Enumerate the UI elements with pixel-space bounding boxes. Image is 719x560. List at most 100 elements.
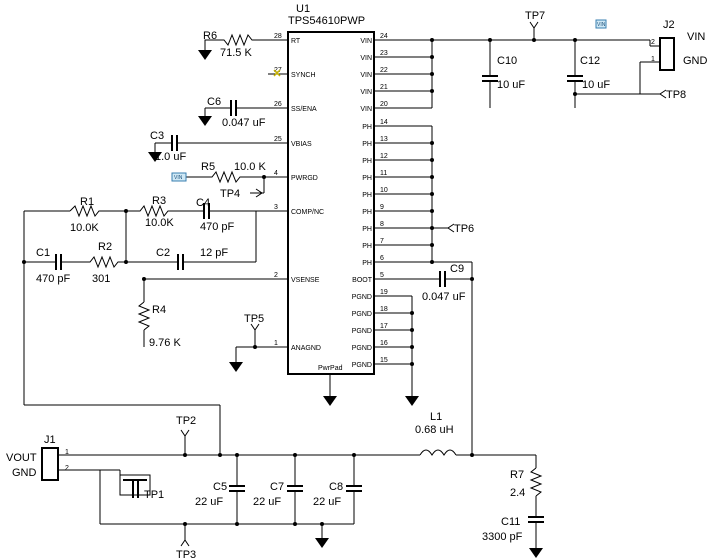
j2-net-vin: VIN: [687, 31, 705, 43]
comp-net: [22, 203, 288, 405]
ic-pin-name: PGND: [352, 328, 372, 335]
ic-pin-name: VIN: [360, 106, 372, 113]
ic-pin-name: PH: [362, 175, 372, 182]
tp2-label: TP2: [176, 415, 196, 427]
r6-value: 71.5 K: [220, 47, 252, 59]
ic-pin-name: PH: [362, 141, 372, 148]
ic-pin-number: 9: [380, 204, 384, 211]
r7-value: 2.4: [510, 487, 525, 499]
tp5-label: TP5: [244, 313, 264, 325]
c4-ref: C4: [196, 197, 210, 209]
ic-pin-number: 10: [380, 187, 388, 194]
j1-ref: J1: [44, 434, 56, 446]
ic-pin-number: 4: [274, 170, 278, 177]
ic-pin-number: 21: [380, 84, 388, 91]
ic-pin-number: 27: [274, 67, 282, 74]
j1-pin2: 2: [65, 465, 69, 472]
ic-pin-number: 12: [380, 153, 388, 160]
pgnd-net: [323, 295, 419, 406]
ic-pin-name: PH: [362, 226, 372, 233]
c11-ref: C11: [501, 516, 520, 528]
ic-pin-number: 25: [274, 136, 282, 143]
c5-ref: C5: [213, 481, 227, 493]
r4-value: 9.76 K: [149, 337, 181, 349]
ic-pin-name: PWRGD: [291, 175, 318, 182]
ic-pin-number: 13: [380, 136, 388, 143]
j1-pin1: 1: [65, 449, 69, 456]
output-net: [24, 404, 544, 558]
ic-pin-number: 11: [380, 170, 387, 177]
vin-flag-pwrgd: VIN: [171, 172, 187, 182]
j2-pin1: 1: [651, 56, 655, 63]
ic-pin-number: 5: [380, 272, 384, 279]
ic-part: TPS54610PWP: [288, 15, 365, 27]
j1-net-vout: VOUT: [6, 452, 37, 464]
ic-pin-name: PGND: [352, 294, 372, 301]
ic-pin-name: VBIAS: [291, 141, 312, 148]
ic-pin-name: PGND: [352, 345, 372, 352]
boot-net: [374, 271, 474, 287]
tp4-label: TP4: [220, 188, 240, 200]
c11-value: 3300 pF: [482, 531, 523, 543]
ic-pin-name: VIN: [360, 89, 372, 96]
c2-ref: C2: [156, 247, 170, 259]
ic-pin-name: PGND: [352, 362, 372, 369]
vin-flag-j2: VIN: [595, 19, 607, 29]
ic-pwrpad: PwrPad: [318, 365, 343, 372]
c7-value: 22 uF: [253, 496, 281, 508]
ic-pin-name: BOOT: [352, 277, 373, 284]
tp1-label: TP1: [144, 489, 164, 501]
ic-u1: U1 TPS54610PWP PwrPad: [287, 3, 375, 375]
r1-ref: R1: [80, 196, 94, 208]
ic-pin-name: PGND: [352, 311, 372, 318]
ic-pin-number: 14: [380, 119, 388, 126]
ic-left-pins: 28RT27SYNCH26SS/ENA25VBIAS4PWRGD3COMP/NC…: [268, 33, 324, 352]
ic-pin-name: VIN: [360, 55, 372, 62]
ic-pin-number: 19: [380, 289, 388, 296]
ic-pin-name: SYNCH: [291, 72, 316, 79]
ic-pin-name: PH: [362, 260, 372, 267]
ss-net: [198, 100, 288, 126]
tp1-body: [119, 474, 151, 496]
c8-value: 22 uF: [313, 496, 341, 508]
l1-ref: L1: [430, 411, 442, 423]
r3-value: 10.0K: [145, 217, 174, 229]
ic-pin-name: VSENSE: [291, 277, 320, 284]
j1-body: [41, 447, 59, 481]
c6-ref: C6: [207, 96, 221, 108]
r5-value: 10.0 K: [234, 161, 266, 173]
j2-body: [659, 37, 675, 71]
ic-pin-name: RT: [291, 38, 301, 45]
ic-pin-name: PH: [362, 209, 372, 216]
c1-value: 470 pF: [36, 273, 71, 285]
ic-pin-number: 20: [380, 101, 388, 108]
c2-value: 12 pF: [200, 247, 228, 259]
vin-net: [374, 21, 675, 109]
ic-pin-number: 23: [380, 50, 388, 57]
tp7-label: TP7: [525, 10, 545, 22]
ic-right-pins: 24VIN23VIN22VIN21VIN20VIN14PH13PH12PH11P…: [352, 33, 388, 369]
ic-pin-name: PH: [362, 124, 372, 131]
c10-value: 10 uF: [497, 79, 525, 91]
ic-pin-number: 18: [380, 306, 388, 313]
r1-value: 10.0K: [70, 222, 99, 234]
ic-pin-number: 7: [380, 238, 384, 245]
ic-pin-name: VIN: [360, 72, 372, 79]
ph-net: [374, 125, 473, 455]
r2-ref: R2: [98, 241, 112, 253]
svg-text:VIN: VIN: [597, 22, 606, 28]
tp3-label: TP3: [176, 549, 196, 560]
j2-ref: J2: [663, 19, 675, 31]
j2-net-gnd: GND: [683, 55, 708, 67]
ic-pin-name: SS/ENA: [291, 106, 317, 113]
r3-ref: R3: [152, 195, 166, 207]
ic-pin-number: 28: [274, 33, 282, 40]
c7-ref: C7: [270, 481, 284, 493]
j1-net-gnd: GND: [12, 467, 37, 479]
c3-ref: C3: [150, 130, 164, 142]
r5-ref: R5: [201, 161, 215, 173]
ic-pin-number: 24: [380, 33, 388, 40]
c5-value: 22 uF: [195, 496, 223, 508]
ic-pin-name: COMP/NC: [291, 209, 324, 216]
